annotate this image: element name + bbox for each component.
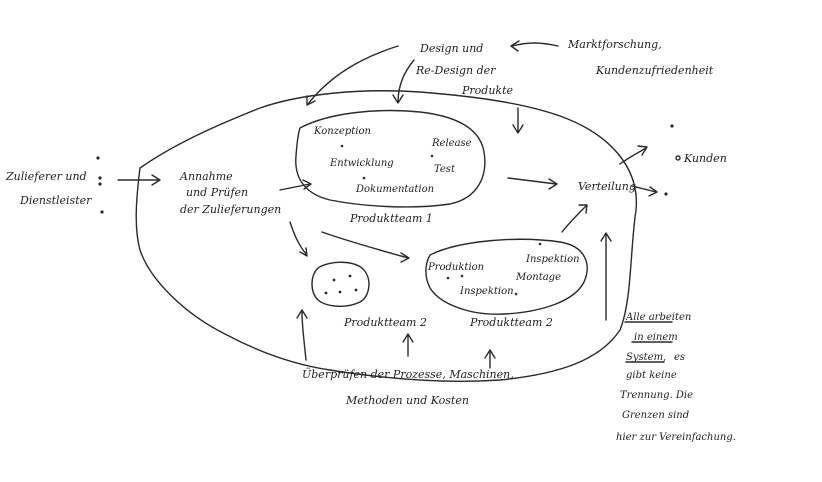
note-line3: System, (626, 352, 666, 363)
note-line4: gibt keine (626, 370, 677, 381)
arrow-acceptance-to-team3 (321, 231, 409, 259)
design-label-line2: Re-Design der (415, 64, 496, 77)
supplier-dot (96, 156, 100, 160)
arrow-design-to-team1-left (307, 45, 399, 105)
arrow-design-to-team1-right (397, 59, 415, 103)
product-team-2-boundary (311, 261, 370, 307)
team1-dot (430, 154, 434, 158)
supplier-dot (98, 182, 102, 186)
team1-documentation: Dokumentation (355, 184, 434, 195)
customer-dot (670, 124, 674, 128)
note-line1: Alle arbeiten (625, 312, 691, 323)
team3-assembly: Montage (515, 272, 561, 283)
team2-dot (354, 288, 358, 292)
note-line2: in einem (634, 332, 678, 343)
note-line3-end: es (674, 352, 685, 363)
note-line5: Trennung. Die (620, 390, 693, 401)
team1-test: Test (434, 164, 456, 175)
team3-inspection-a: Inspektion (525, 254, 580, 265)
team1-name: Produktteam 1 (349, 212, 433, 225)
arrow-distribution-to-customers-1 (619, 147, 647, 165)
team2-name: Produktteam 2 (343, 316, 427, 329)
market-label-line1: Marktforschung, (567, 38, 662, 51)
team3-name: Produktteam 2 (469, 316, 553, 329)
team1-development: Entwicklung (329, 158, 394, 169)
review-label-line2: Methoden und Kosten (345, 394, 469, 407)
arrow-acceptance-to-team1 (279, 183, 311, 191)
note-line7: hier zur Vereinfachung. (616, 432, 736, 443)
acceptance-label-line2: und Prüfen (186, 186, 248, 199)
design-label-line1: Design und (419, 42, 483, 55)
arrow-market-to-design (511, 42, 559, 47)
acceptance-label-line1: Annahme (179, 170, 233, 183)
customers-label: Kunden (683, 152, 727, 165)
arrow-distribution-to-customers-2 (631, 185, 657, 193)
note-line6: Grenzen sind (622, 410, 689, 421)
arrow-review-to-team2 (301, 311, 307, 361)
team2-dot (348, 274, 352, 278)
review-label-line1: Überprüfen der Prozesse, Maschinen, (302, 367, 514, 381)
team3-dot (446, 276, 450, 280)
team2-dot (324, 291, 328, 295)
distribution-label: Verteilung (578, 180, 636, 193)
customer-dot (675, 155, 681, 161)
team3-inspection-b: Inspektion (459, 286, 514, 297)
team2-dot (332, 278, 336, 282)
team1-dot (362, 176, 366, 180)
supplier-dot (100, 210, 104, 214)
team3-dot (514, 292, 518, 296)
market-label-line2: Kundenzufriedenheit (595, 64, 714, 77)
acceptance-label-line3: der Zulieferungen (180, 203, 281, 216)
arrow-acceptance-to-team2 (289, 221, 307, 255)
team2-dot (338, 290, 342, 294)
team1-dot (340, 144, 344, 148)
arrow-team1-to-distribution (507, 177, 557, 185)
team3-production: Produktion (427, 262, 484, 273)
design-label-line3: Produkte (461, 84, 513, 97)
supplier-label-line1: Zulieferer und (5, 170, 87, 183)
product-team-1-boundary (295, 109, 486, 208)
customer-dot (664, 192, 668, 196)
supplier-label-line2: Dienstleister (19, 194, 92, 207)
product-team-3-boundary (425, 238, 588, 315)
arrow-team3-to-distribution (561, 205, 587, 233)
team3-dot (460, 274, 464, 278)
supplier-dot (98, 176, 102, 180)
team1-release: Release (431, 138, 472, 149)
system-boundary (135, 90, 637, 382)
team3-dot (538, 242, 542, 246)
team1-conception: Konzeption (313, 126, 371, 137)
